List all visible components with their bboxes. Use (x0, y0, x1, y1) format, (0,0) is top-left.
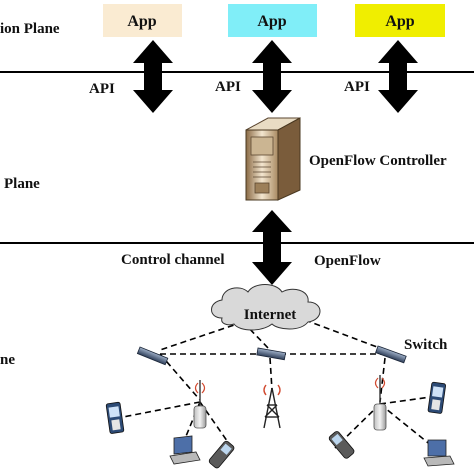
wireless-access-point-icon (193, 380, 207, 429)
api-arrow-2 (252, 40, 292, 113)
control-channel-label: Control channel (121, 252, 224, 268)
app-box-3: App (355, 4, 445, 37)
data-plane-label: ne (0, 352, 15, 368)
cell-tower-icon (263, 384, 281, 429)
api-label-3: API (344, 79, 370, 95)
server-tower-icon (245, 117, 301, 201)
app-label-1: App (127, 13, 156, 30)
network-links (117, 319, 439, 449)
controller-label: OpenFlow Controller (309, 153, 447, 169)
control-channel-arrow (252, 210, 292, 285)
network-switch-icon (256, 347, 287, 361)
mobile-phone-icon (427, 381, 447, 414)
api-arrow-1 (133, 40, 173, 113)
app-label-2: App (257, 13, 286, 30)
app-box-1: App (103, 4, 182, 37)
app-box-2: App (228, 4, 317, 37)
mobile-phone-icon (328, 431, 355, 459)
switch-label: Switch (404, 337, 448, 353)
api-label-2: API (215, 79, 241, 95)
openflow-label: OpenFlow (314, 253, 381, 269)
cloud-icon (211, 284, 321, 331)
network-switch-icon (375, 345, 407, 364)
wireless-access-point-icon (373, 375, 387, 431)
app-label-3: App (385, 13, 414, 30)
internet-label: Internet (244, 307, 297, 323)
application-plane-label: ion Plane (0, 21, 60, 37)
api-label-1: API (89, 81, 115, 97)
control-plane-label: Plane (4, 176, 40, 192)
network-switch-icon (136, 346, 169, 366)
mobile-phone-icon (105, 401, 125, 434)
api-arrow-3 (378, 40, 418, 113)
laptop-icon (423, 439, 455, 467)
mobile-phone-icon (208, 440, 235, 469)
laptop-icon (169, 435, 201, 465)
